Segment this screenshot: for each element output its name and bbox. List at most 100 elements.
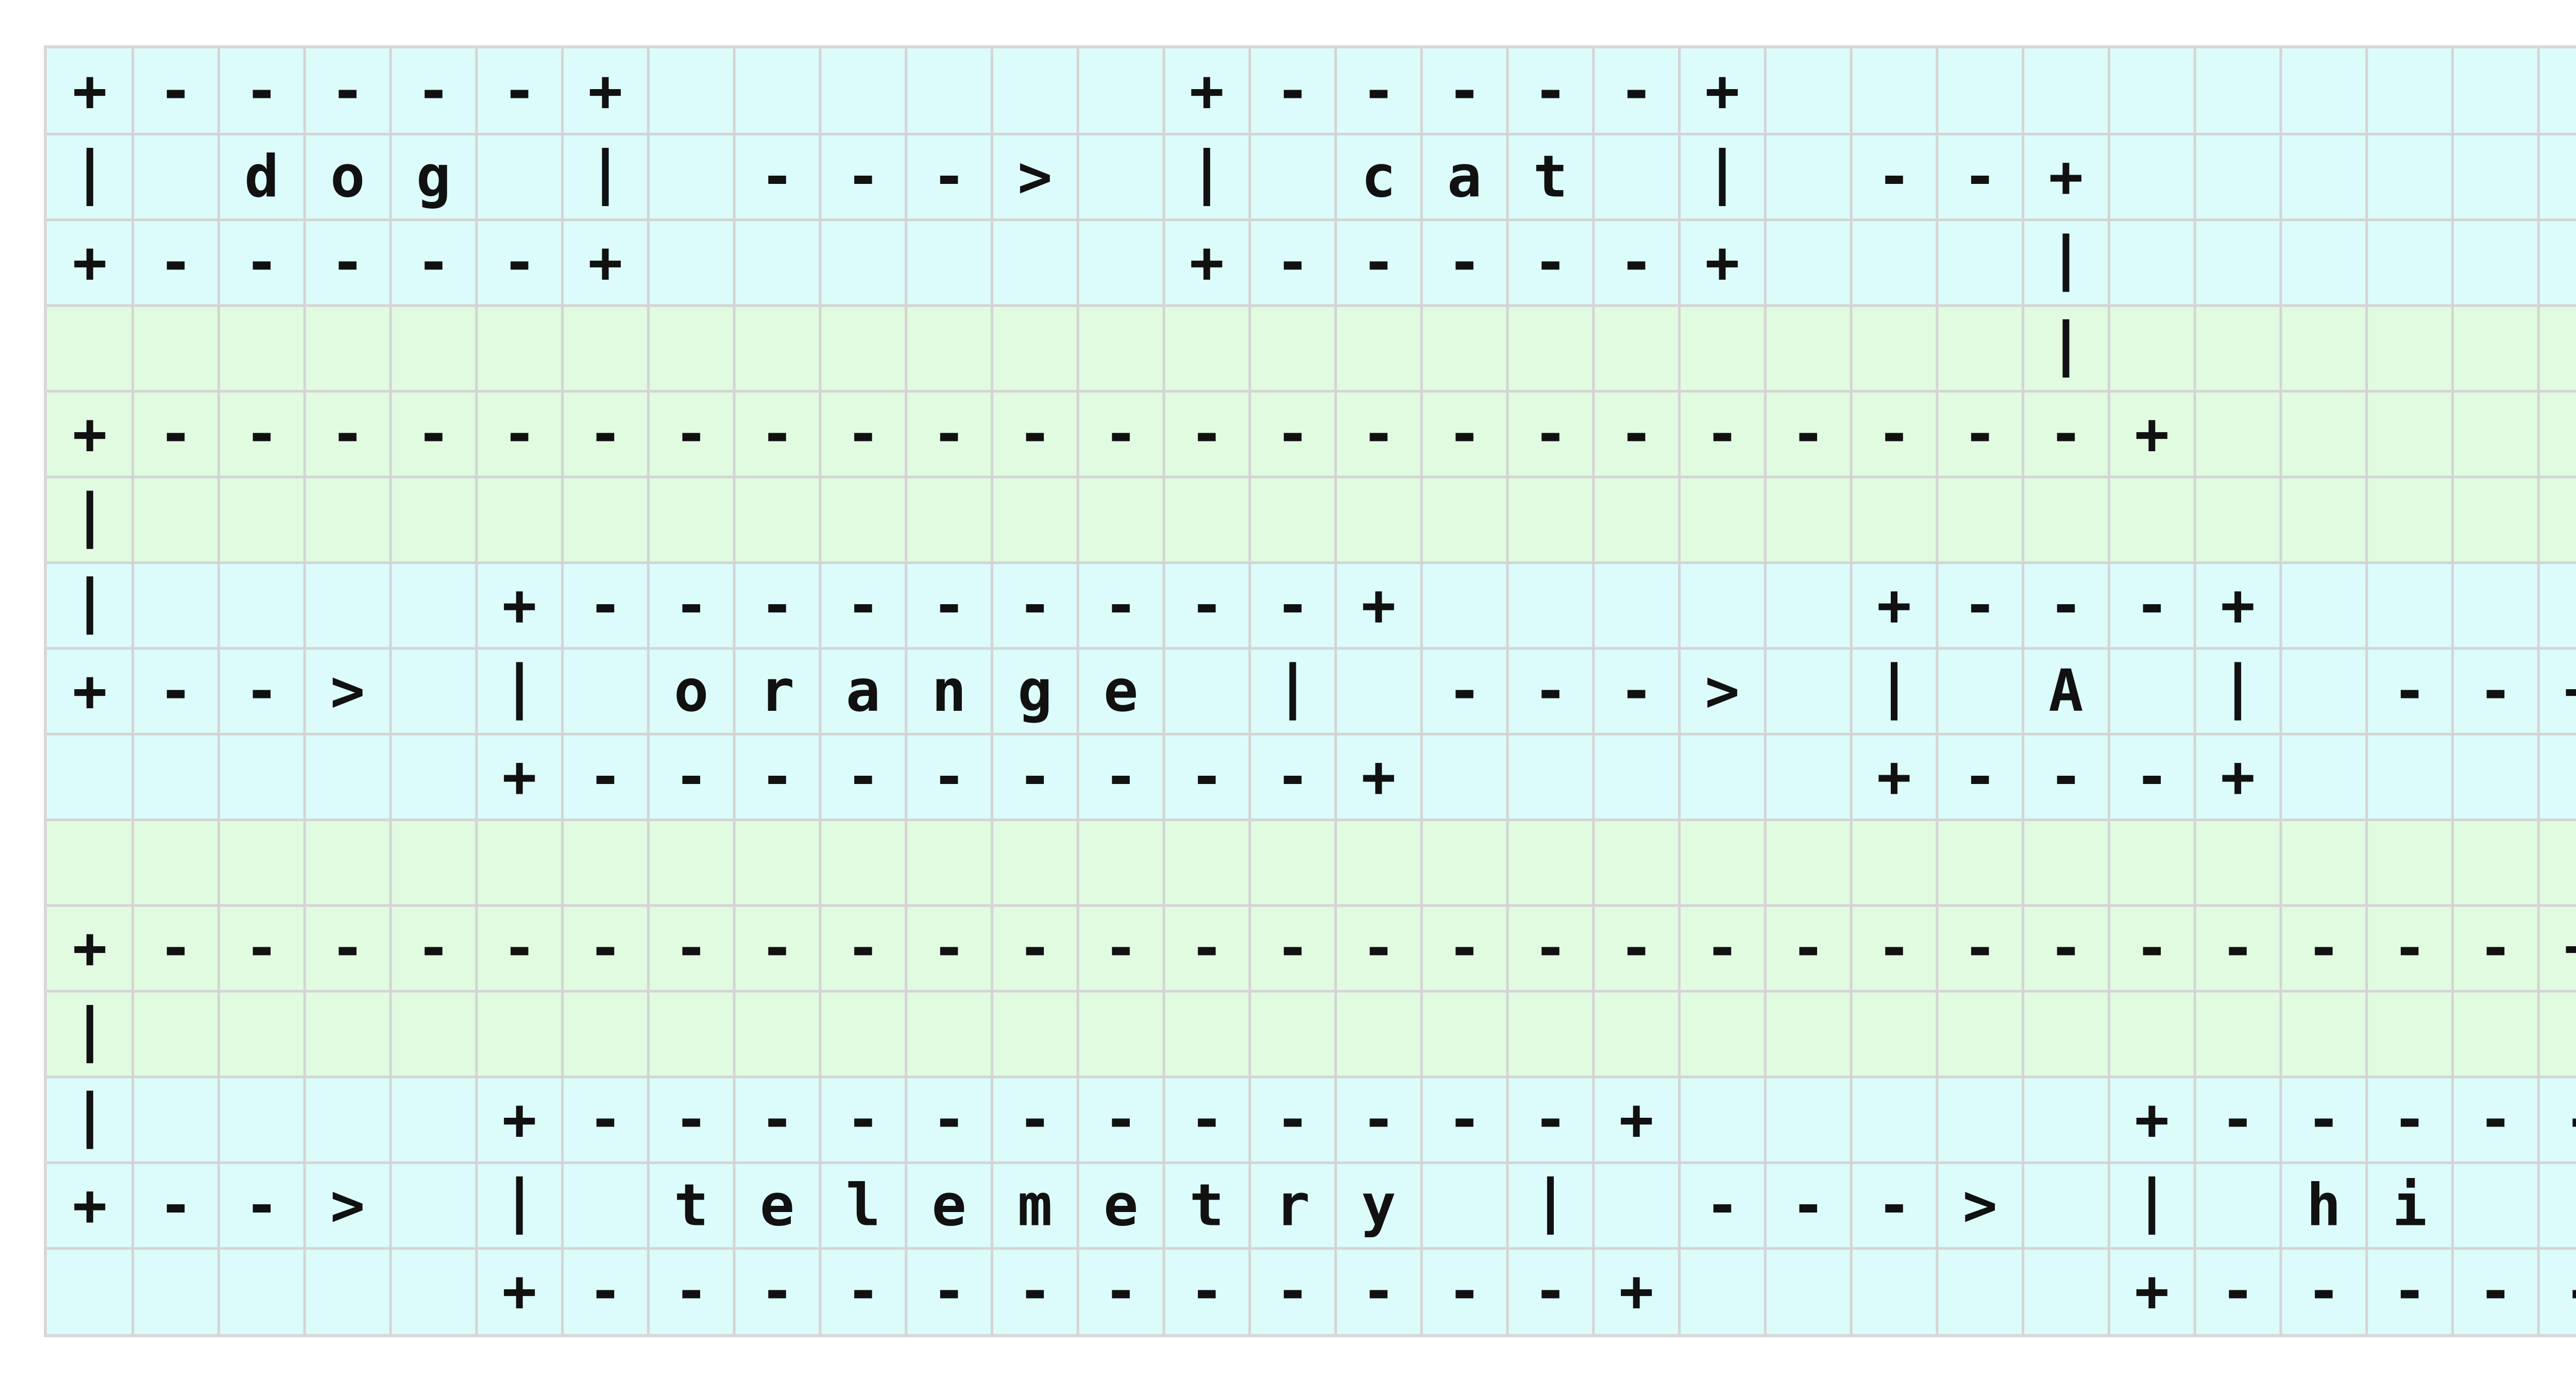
grid-char: - <box>674 1258 708 1325</box>
grid-char: - <box>931 743 966 810</box>
grid-char: - <box>502 58 536 125</box>
grid-char: - <box>2048 401 2083 468</box>
grid-char: + <box>1619 1086 1653 1153</box>
grid-char: - <box>244 658 279 725</box>
grid-char: + <box>2134 1086 2169 1153</box>
grid-char: - <box>760 144 794 211</box>
grid-char: + <box>1361 743 1396 810</box>
grid-char: - <box>416 229 451 296</box>
grid-char: - <box>2307 915 2341 982</box>
grid-char: - <box>674 401 708 468</box>
grid-char: g <box>416 144 451 211</box>
grid-row-band <box>47 219 2576 306</box>
grid-char: - <box>244 401 279 468</box>
grid-char: - <box>2392 915 2427 982</box>
grid-char: + <box>588 229 622 296</box>
grid-char: + <box>2134 401 2169 468</box>
grid-char: - <box>1275 58 1310 125</box>
grid-char: d <box>244 144 279 211</box>
grid-row-band <box>47 391 2576 477</box>
grid-char: - <box>502 915 536 982</box>
grid-char: - <box>244 58 279 125</box>
grid-char: - <box>1104 572 1138 639</box>
grid-char: - <box>2564 1086 2576 1153</box>
grid-char: - <box>158 229 193 296</box>
grid-row-band <box>47 562 2576 649</box>
grid-char: - <box>760 915 794 982</box>
grid-char: + <box>1705 229 1739 296</box>
grid-char: r <box>1275 1172 1310 1239</box>
grid-char: t <box>1190 1172 1224 1239</box>
grid-char: t <box>1533 144 1568 211</box>
grid-char: - <box>416 915 451 982</box>
grid-row-band <box>47 991 2576 1077</box>
grid-char: + <box>2048 144 2083 211</box>
grid-char: > <box>1705 658 1739 725</box>
grid-char: - <box>1791 401 1825 468</box>
grid-char: - <box>1104 915 1138 982</box>
grid-char: a <box>846 658 880 725</box>
grid-char: - <box>846 572 880 639</box>
grid-char: - <box>2478 658 2513 725</box>
grid-char: - <box>1018 1258 1052 1325</box>
grid-char: o <box>674 658 708 725</box>
grid-char: - <box>1619 401 1653 468</box>
grid-row-band <box>47 648 2576 735</box>
grid-char: - <box>2134 572 2169 639</box>
grid-row-band <box>47 734 2576 820</box>
grid-char: - <box>2134 743 2169 810</box>
grid-char: - <box>1533 229 1568 296</box>
grid-char: - <box>1533 1086 1568 1153</box>
grid-row-band <box>47 48 2576 134</box>
grid-char: - <box>2048 572 2083 639</box>
grid-char: - <box>2392 1258 2427 1325</box>
grid-char: - <box>1705 915 1739 982</box>
grid-char: - <box>931 401 966 468</box>
grid-char: - <box>674 743 708 810</box>
grid-char: - <box>588 401 622 468</box>
grid-char: - <box>1104 1258 1138 1325</box>
grid-char: - <box>2221 915 2255 982</box>
grid-char: - <box>416 58 451 125</box>
grid-char: - <box>2392 1086 2427 1153</box>
grid-char: - <box>244 229 279 296</box>
grid-char: - <box>760 1086 794 1153</box>
grid-row-band <box>47 906 2576 992</box>
grid-char: - <box>1190 401 1224 468</box>
grid-char: - <box>1275 915 1310 982</box>
grid-char: + <box>2221 743 2255 810</box>
grid-char: - <box>1877 144 1911 211</box>
grid-char: y <box>1361 1172 1396 1239</box>
grid-char: e <box>1104 1172 1138 1239</box>
grid-char: - <box>1361 401 1396 468</box>
grid-char: - <box>158 401 193 468</box>
grid-char: - <box>1963 144 1997 211</box>
grid-char: - <box>1877 401 1911 468</box>
grid-char: - <box>846 743 880 810</box>
grid-char: o <box>330 144 365 211</box>
grid-char: - <box>1018 1086 1052 1153</box>
grid-char: g <box>1018 658 1052 725</box>
grid-char: - <box>2307 1086 2341 1153</box>
grid-char: - <box>846 401 880 468</box>
grid-char: - <box>1533 58 1568 125</box>
grid-char: - <box>1619 658 1653 725</box>
grid-char: r <box>760 658 794 725</box>
grid-char: l <box>846 1172 880 1239</box>
grid-char: - <box>1018 743 1052 810</box>
grid-char: - <box>1275 1086 1310 1153</box>
grid-char: - <box>931 915 966 982</box>
grid-char: - <box>1190 572 1224 639</box>
grid-char: - <box>1447 915 1482 982</box>
grid-char: - <box>2048 915 2083 982</box>
grid-char: - <box>2307 1258 2341 1325</box>
grid-char: - <box>1533 1258 1568 1325</box>
grid-char: e <box>1104 658 1138 725</box>
grid-char: - <box>1361 915 1396 982</box>
grid-char: - <box>931 572 966 639</box>
grid-char: - <box>1190 915 1224 982</box>
grid-row-band <box>47 820 2576 906</box>
grid-char: - <box>1190 1258 1224 1325</box>
grid-char: + <box>73 915 107 982</box>
grid-char: - <box>1190 743 1224 810</box>
